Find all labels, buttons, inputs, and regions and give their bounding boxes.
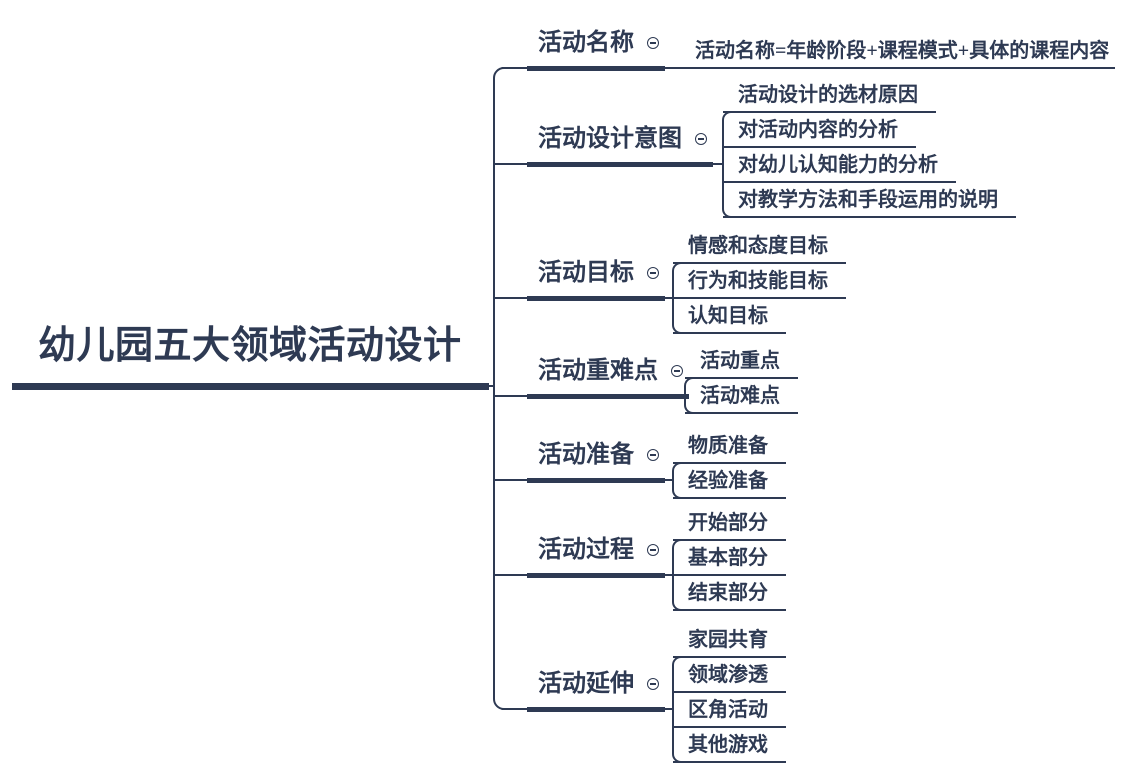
child-node[interactable]: 物质准备 [673, 434, 786, 464]
child-label: 结束部分 [688, 582, 768, 604]
child-node[interactable]: 结束部分 [673, 581, 786, 611]
child-node[interactable]: 经验准备 [673, 469, 786, 499]
child-label: 领域渗透 [688, 664, 768, 686]
branch-activity-name[interactable]: 活动名称 [527, 28, 665, 71]
child-node[interactable]: 区角活动 [673, 698, 786, 728]
branch-activity-preparation[interactable]: 活动准备 [527, 440, 665, 483]
child-label: 对幼儿认知能力的分析 [738, 154, 938, 176]
collapse-icon[interactable] [647, 37, 659, 49]
root-label: 幼儿园五大领域活动设计 [38, 325, 462, 367]
child-label: 区角活动 [688, 699, 768, 721]
child-node[interactable]: 开始部分 [673, 511, 786, 541]
child-label: 物质准备 [688, 435, 768, 457]
child-label: 对教学方法和手段运用的说明 [738, 189, 998, 211]
child-label: 基本部分 [688, 547, 768, 569]
child-node[interactable]: 活动名称=年龄阶段+课程模式+具体的课程内容 [682, 39, 1116, 69]
branch-key-difficult-points[interactable]: 活动重难点 [527, 356, 689, 399]
child-label: 行为和技能目标 [688, 270, 828, 292]
child-label: 开始部分 [688, 512, 768, 534]
branch-label: 活动名称 [538, 30, 634, 56]
branch-label: 活动过程 [538, 537, 634, 563]
root-node[interactable]: 幼儿园五大领域活动设计 [12, 323, 489, 390]
child-label: 家园共育 [688, 629, 768, 651]
child-label: 情感和态度目标 [688, 235, 828, 257]
child-node[interactable]: 领域渗透 [673, 663, 786, 693]
branch-label: 活动准备 [538, 442, 634, 468]
collapse-icon[interactable] [671, 365, 683, 377]
child-node[interactable]: 对活动内容的分析 [723, 118, 916, 148]
child-label: 经验准备 [688, 470, 768, 492]
branch-activity-extension[interactable]: 活动延伸 [527, 669, 665, 712]
branch-activity-goals[interactable]: 活动目标 [527, 258, 665, 301]
collapse-icon[interactable] [695, 133, 707, 145]
child-node[interactable]: 其他游戏 [673, 733, 786, 763]
child-node[interactable]: 行为和技能目标 [673, 269, 846, 299]
branch-label: 活动目标 [538, 260, 634, 286]
child-label: 对活动内容的分析 [738, 119, 898, 141]
branch-label: 活动设计意图 [538, 126, 682, 152]
branch-design-intent[interactable]: 活动设计意图 [527, 124, 713, 167]
branch-label: 活动延伸 [538, 671, 634, 697]
child-node[interactable]: 活动难点 [685, 384, 798, 414]
child-label: 活动重点 [700, 350, 780, 372]
collapse-icon[interactable] [647, 267, 659, 279]
child-node[interactable]: 对幼儿认知能力的分析 [723, 153, 956, 183]
child-node[interactable]: 认知目标 [673, 304, 786, 334]
child-label: 活动难点 [700, 385, 780, 407]
child-label: 活动名称=年龄阶段+课程模式+具体的课程内容 [695, 40, 1110, 62]
collapse-icon[interactable] [647, 678, 659, 690]
child-label: 认知目标 [688, 305, 768, 327]
child-node[interactable]: 活动设计的选材原因 [723, 83, 936, 113]
child-node[interactable]: 对教学方法和手段运用的说明 [723, 188, 1016, 218]
branch-label: 活动重难点 [538, 358, 658, 384]
child-node[interactable]: 家园共育 [673, 628, 786, 658]
branch-activity-process[interactable]: 活动过程 [527, 535, 665, 578]
child-label: 其他游戏 [688, 734, 768, 756]
collapse-icon[interactable] [647, 544, 659, 556]
child-label: 活动设计的选材原因 [738, 84, 918, 106]
child-node[interactable]: 活动重点 [685, 349, 798, 379]
collapse-icon[interactable] [647, 449, 659, 461]
child-node[interactable]: 基本部分 [673, 546, 786, 576]
child-node[interactable]: 情感和态度目标 [673, 234, 846, 264]
